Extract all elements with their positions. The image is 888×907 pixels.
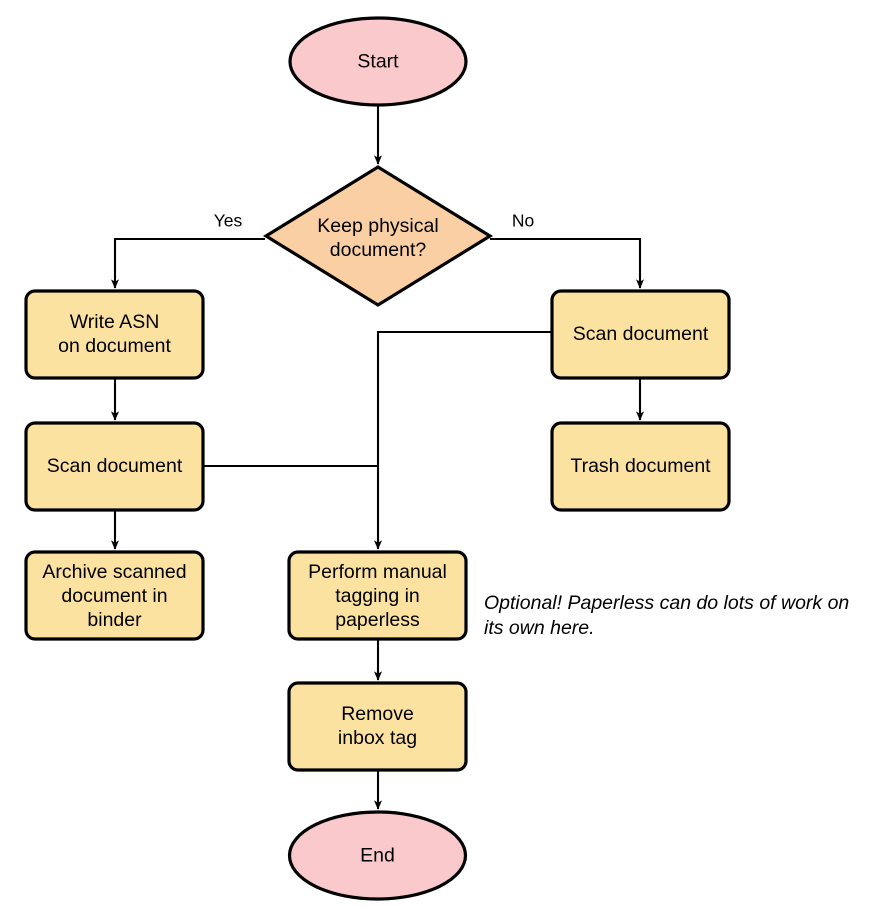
manual-tagging-label-line2: tagging in [335,585,420,607]
scan-document-right-label: Scan document [573,323,709,345]
archive-binder-label-line2: document in [61,585,167,607]
edge-label-yes: Yes [214,211,243,231]
archive-binder-label-line1: Archive scanned [42,561,186,583]
start-label: Start [357,51,399,73]
node-decision-keep-physical-document[interactable]: Keep physical document? [262,165,494,307]
manual-tagging-label-line1: Perform manual [308,561,447,583]
end-ellipse[interactable] [287,810,468,901]
trash-document-box[interactable] [550,421,731,512]
trash-document-label: Trash document [570,455,711,477]
decision-label-line1: Keep physical [317,215,438,237]
scan-document-left-label: Scan document [47,455,183,477]
write-asn-label-line1: Write ASN [70,311,160,333]
edge-decision-no-to-scan-right [490,237,644,289]
manual-tagging-label-line3: paperless [335,609,420,631]
manual-tagging-box[interactable] [287,550,468,641]
scan-document-left-box[interactable] [24,421,205,512]
decision-diamond[interactable] [262,165,494,307]
decision-label-line2: document? [330,239,427,261]
write-asn-box[interactable] [24,289,205,380]
node-remove-inbox-tag[interactable]: Remove inbox tag [287,681,468,772]
edge-label-no: No [512,211,534,231]
node-start[interactable]: Start [288,16,468,107]
node-manual-tagging[interactable]: Perform manual tagging in paperless [287,550,468,641]
start-ellipse[interactable] [288,16,468,107]
remove-inbox-tag-label-line1: Remove [341,703,414,725]
node-write-asn[interactable]: Write ASN on document [24,289,205,380]
node-end[interactable]: End [287,810,468,901]
end-label: End [360,845,395,867]
edge-scan-right-to-manual-tagging [374,330,552,550]
node-scan-document-left[interactable]: Scan document [24,421,205,512]
node-scan-document-right[interactable]: Scan document [550,289,731,380]
archive-binder-box[interactable] [24,550,205,641]
optional-note-line2: its own here. [484,617,595,639]
edge-label-group: Yes No [214,211,534,231]
remove-inbox-tag-label-line2: inbox tag [338,727,417,749]
node-trash-document[interactable]: Trash document [550,421,731,512]
optional-note: Optional! Paperless can do lots of work … [484,592,849,639]
remove-inbox-tag-box[interactable] [287,681,468,772]
node-archive-binder[interactable]: Archive scanned document in binder [24,550,205,641]
write-asn-label-line2: on document [58,335,171,357]
edge-decision-yes-to-write-asn [111,237,265,289]
archive-binder-label-line3: binder [87,609,142,631]
scan-document-right-box[interactable] [550,289,731,380]
connector-group: Write ASN (left branch) --> Scan documen… [111,105,644,810]
optional-note-line1: Optional! Paperless can do lots of work … [484,592,849,614]
